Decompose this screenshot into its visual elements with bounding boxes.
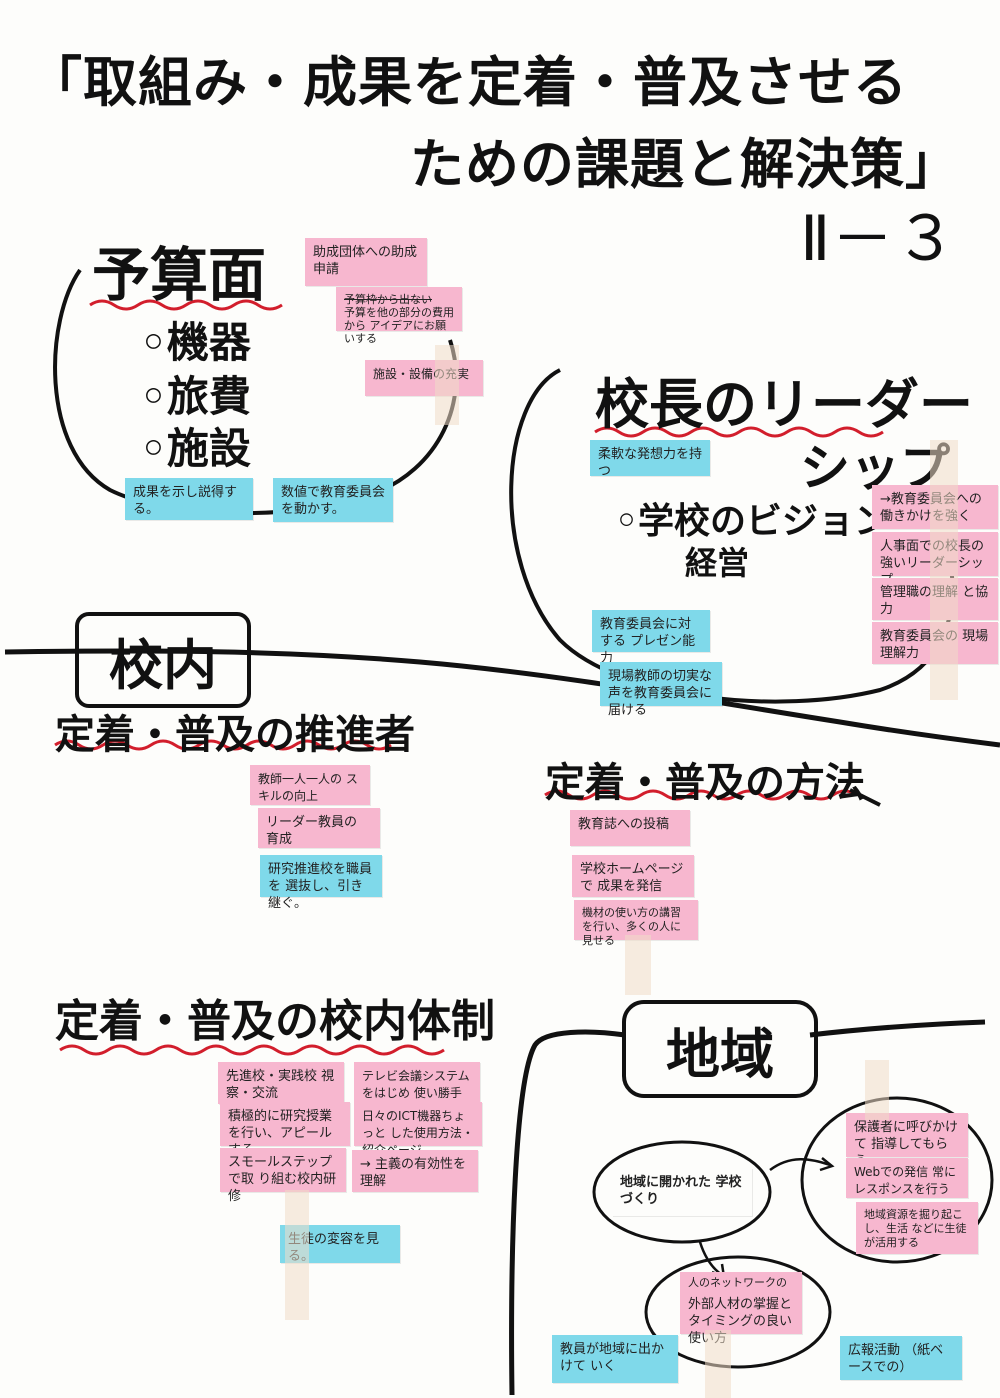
budget-heading: 予算面	[92, 241, 267, 309]
note-koho: 広報活動 （紙ベースでの）	[840, 1336, 962, 1380]
title-number: Ⅱ－３	[800, 202, 958, 275]
tape	[930, 440, 958, 700]
note-kyoshi-skill: 教師一人一人の スキルの向上	[250, 765, 370, 805]
note-kyoyu: 教育誌への投稿	[570, 810, 690, 846]
tape	[865, 1060, 889, 1120]
label-konai: 校内	[75, 612, 251, 708]
note-network: 人のネットワークの構築	[680, 1272, 802, 1306]
note-presen: 教育委員会に対する プレゼン能力	[592, 610, 710, 666]
note-chiiki-shigen: 地域資源を掘り起こし、生活 などに生徒が活用する	[856, 1202, 978, 1254]
leadership-item-vision: ◦学校のビジョン	[615, 501, 891, 542]
leadership-item-management: 経営	[685, 544, 750, 582]
note-kiki-kosyu: 機材の使い方の講習 を行い、多くの人に見せる	[574, 900, 698, 947]
note-josei: 助成団体への助成申請	[305, 238, 427, 286]
note-yosan: 予算枠から出ない 予算を他の部分の費用から アイデアにお願いする	[336, 287, 462, 345]
note-genba: 現場教師の切実な 声を教育委員会に届ける	[600, 662, 722, 718]
note-sekkyoku: 積極的に研究授業 を行い、アピールする。	[220, 1102, 350, 1158]
note-yosan-text: 予算を他の部分の費用から アイデアにお願いする	[344, 306, 454, 345]
note-leader: リーダー教員の 育成	[258, 808, 380, 848]
note-suuchi: 数値で教育委員会を動かす。	[273, 478, 393, 522]
note-small: スモールステップで取 り組む校内研修	[220, 1148, 346, 1204]
note-web: Webでの発信 常にレスポンスを行う	[846, 1158, 968, 1198]
note-tv: テレビ会議システムをはじめ 使い勝手のよさ	[354, 1062, 480, 1117]
note-junan: 柔軟な発想力を持つ	[590, 440, 710, 479]
note-shisetsu: 施設・設備の充実	[365, 360, 483, 396]
budget-item-facility: ◦施設	[140, 424, 251, 473]
tape	[625, 935, 651, 995]
method-heading: 定着・普及の方法	[545, 760, 865, 806]
tape	[705, 1330, 731, 1398]
note-hogosha: 保護者に呼びかけて 指導してもらう	[846, 1113, 968, 1169]
leadership-heading-a: 校長のリーダー	[595, 373, 973, 436]
budget-item-equipment: ◦機器	[140, 318, 251, 367]
budget-item-travel: ◦旅費	[140, 372, 251, 421]
note-yuko: → 主義の有効性を 理解	[352, 1150, 478, 1192]
note-homepage: 学校ホームページで 成果を発信	[572, 855, 694, 897]
promoter-heading: 定着・普及の推進者	[55, 712, 415, 758]
note-senshin: 先進校・実践校 視察・交流	[218, 1062, 344, 1104]
note-chiiki-gakko: 地域に開かれた 学校づくり	[612, 1168, 752, 1216]
label-chiiki: 地域	[622, 1000, 818, 1098]
structure-heading: 定着・普及の校内体制	[55, 996, 495, 1047]
note-ict: 日々のICT機器ちょっと した使用方法・紹介ページ	[354, 1102, 482, 1157]
note-yosan-strike: 予算枠から出ない	[344, 293, 432, 306]
title-line-2: ための課題と解決策」	[410, 133, 960, 196]
title-line-1: 「取組み・成果を定着・普及させる	[28, 51, 908, 114]
note-kyoin-chiiki: 教員が地域に出かけて いく	[552, 1335, 678, 1383]
note-gaibu: 外部人材の掌握と タイミングの良い使い方	[680, 1290, 802, 1346]
tape	[435, 345, 459, 425]
note-kenkyu: 研究推進校を職員を 選抜し、引き継ぐ。	[260, 855, 382, 911]
note-seika: 成果を示し説得する。	[125, 478, 253, 520]
tape	[285, 1190, 309, 1320]
